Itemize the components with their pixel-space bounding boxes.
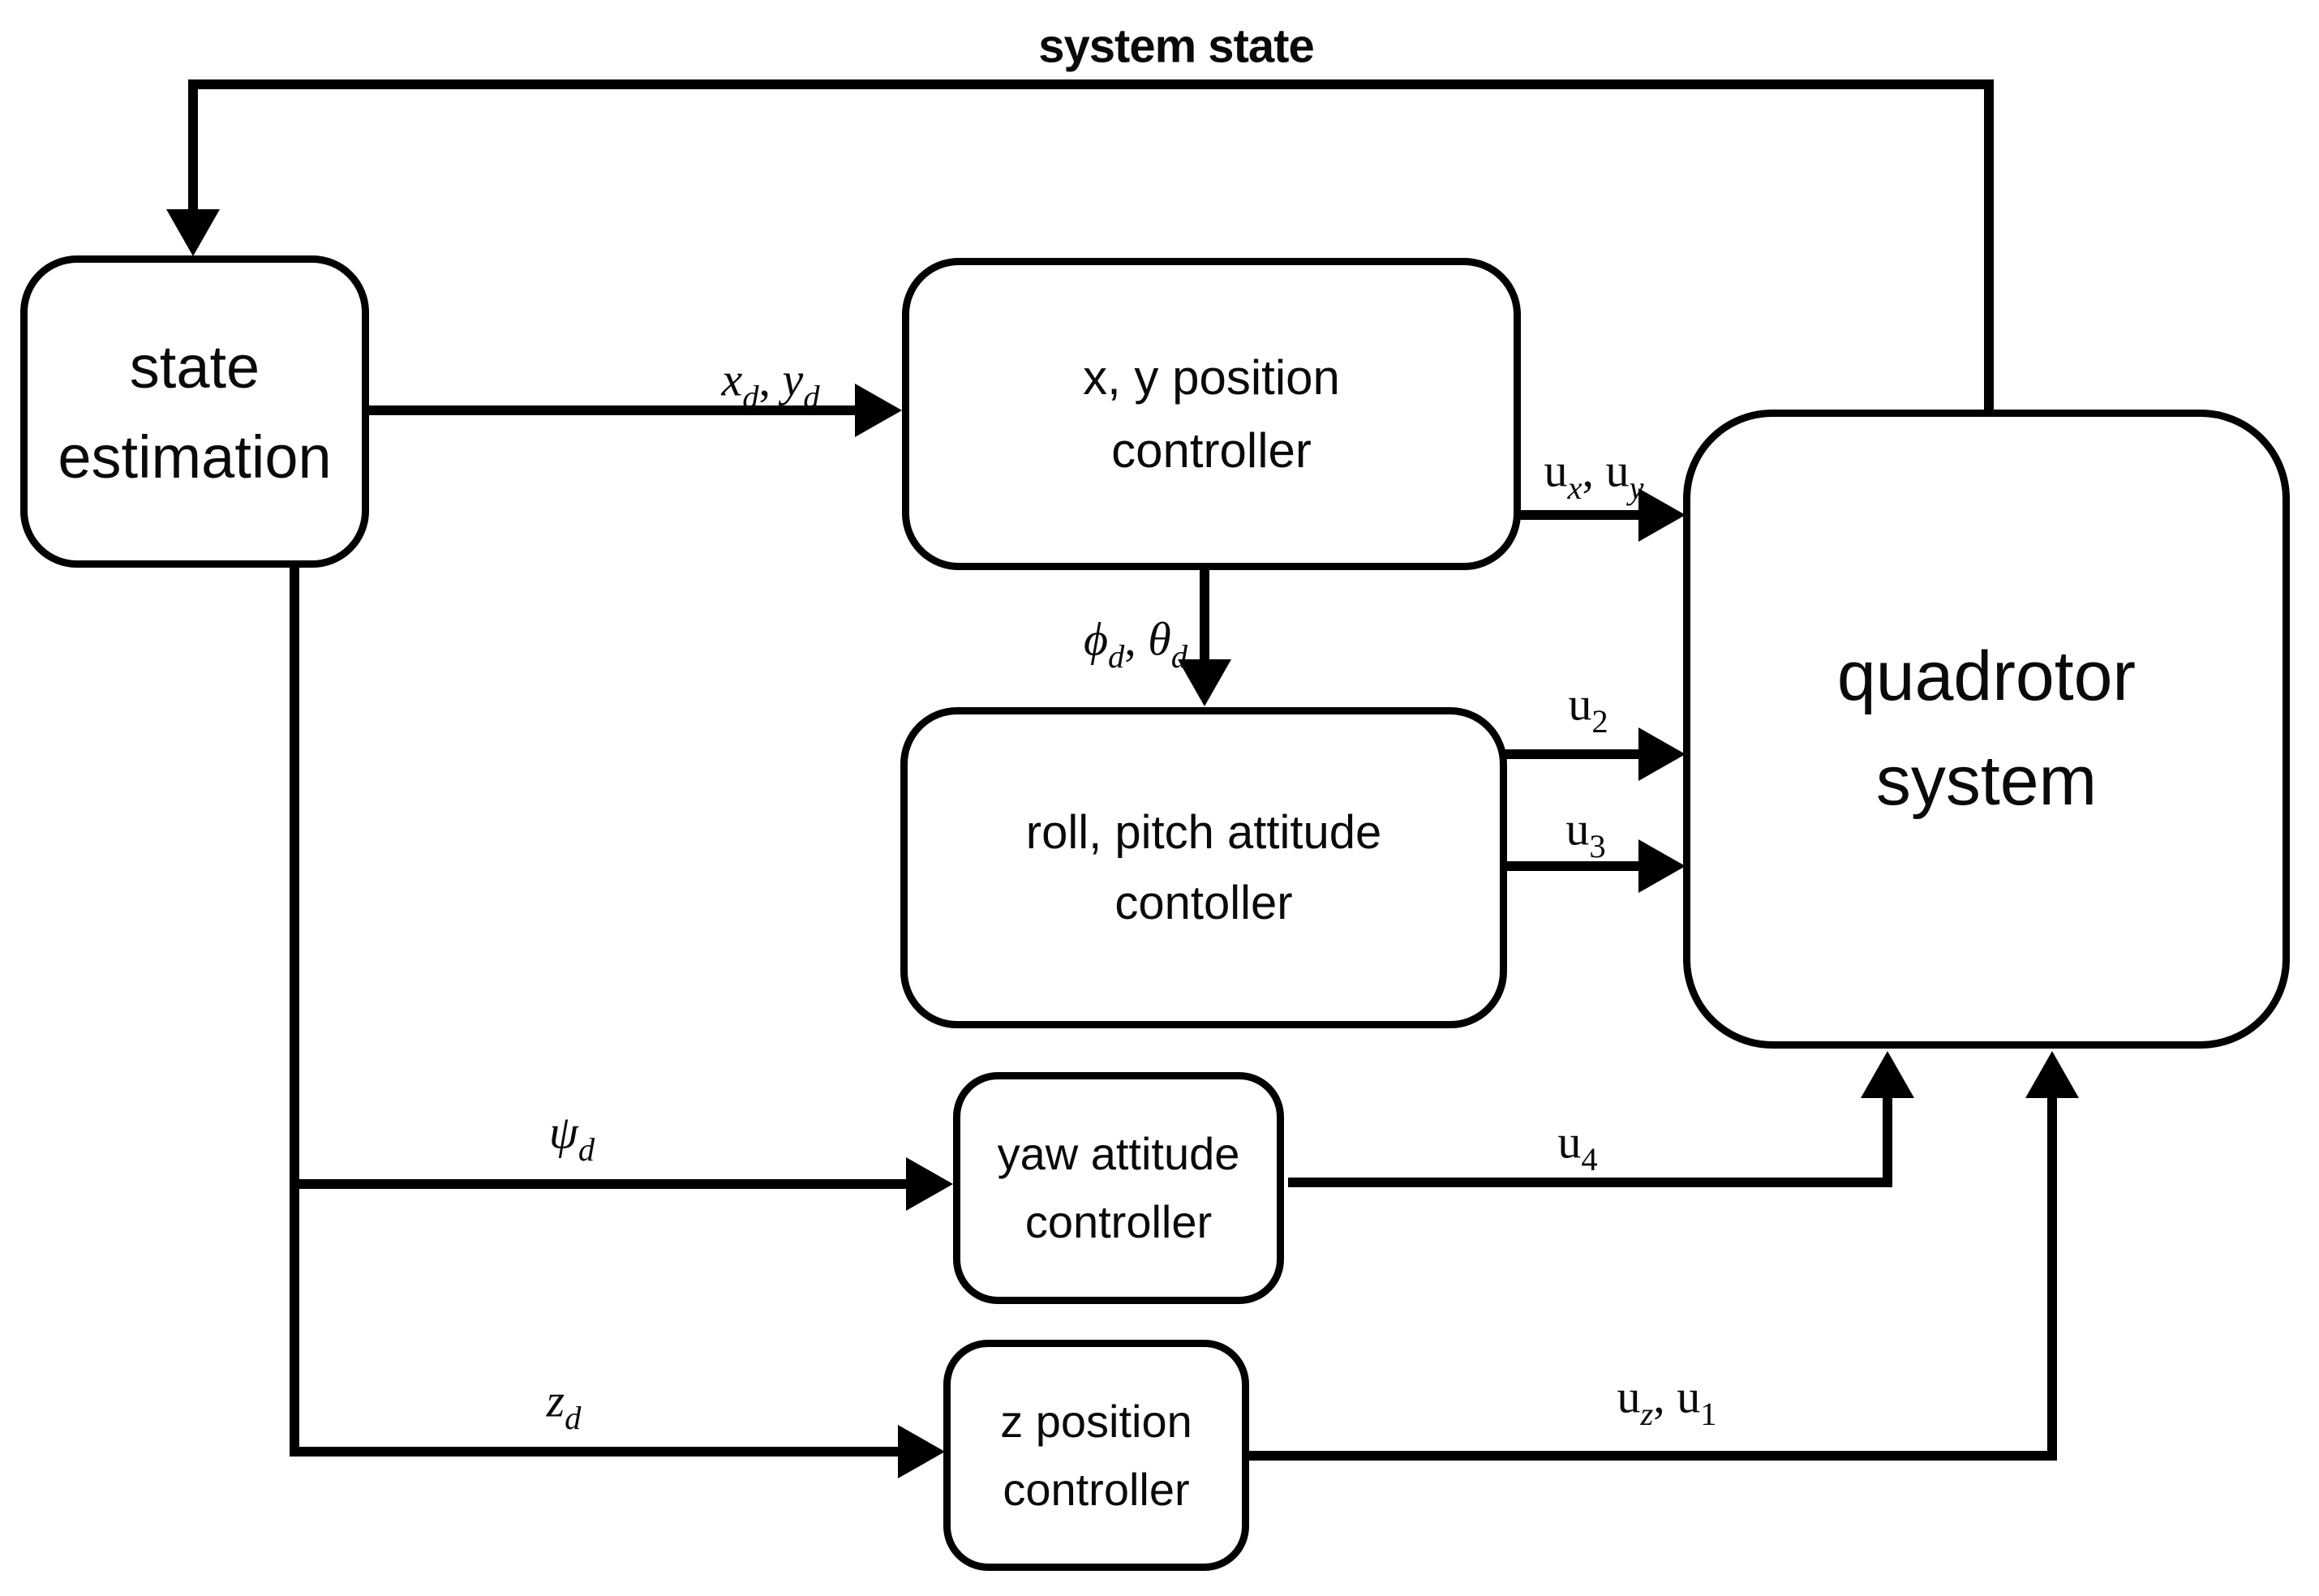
ux-base: u [1544,444,1568,497]
quadrotor-system-label-line2: system [1875,742,2098,820]
u1-base: u [1677,1370,1701,1423]
connector-u4-vertical [1883,1093,1892,1187]
connector-uz-u1-horizontal [1248,1451,2057,1461]
z-position-controller-label-line2: controller [1003,1463,1190,1515]
connector-ux-uy [1518,510,1640,520]
thetad-subscript: d [1170,637,1188,675]
connector-zd [290,1447,900,1457]
connector-system-state-left-vertical [188,79,198,212]
arrowhead-into-state-estimation [166,209,220,256]
xd-subscript: d [742,378,759,415]
xy-position-controller-label-line2: controller [1111,423,1312,478]
u3-subscript: 3 [1589,827,1606,865]
thetad-base: θ [1148,612,1171,666]
phid-thetad-label: ϕd, θd [1083,612,1187,673]
u2-subscript: 2 [1591,702,1608,740]
ux-uy-separator: , [1582,444,1606,497]
connector-phid-thetad [1200,568,1209,663]
arrowhead-zd [898,1425,945,1478]
xd-yd-label: xd, yd [721,353,819,414]
phid-subscript: d [1107,637,1125,675]
z-position-controller-label-line1: z position [1000,1395,1192,1447]
u4-subscript: 4 [1581,1140,1598,1178]
u1-subscript: 1 [1700,1395,1717,1432]
state-estimation-label-line2: estimation [58,423,332,491]
connector-state-estimation-trunk [290,566,299,1457]
xd-base: x [721,353,743,406]
uz-u1-label: uz, u1 [1617,1370,1716,1431]
uz-u1-separator: , [1653,1370,1677,1423]
u3-label: u3 [1565,802,1605,863]
arrowhead-xd-yd [855,384,902,437]
state-estimation-box: state estimation [20,255,369,568]
uz-base: u [1617,1370,1641,1423]
uz-subscript: z [1640,1395,1654,1432]
xd-yd-separator: , [758,353,783,406]
roll-pitch-attitude-controller-box: roll, pitch attitude contoller [900,707,1507,1028]
connector-uz-u1-vertical [2047,1093,2057,1461]
uy-base: u [1605,444,1630,497]
yd-base: y [782,353,804,406]
quadrotor-system-box: quadrotor system [1683,410,2290,1049]
psid-subscript: d [578,1130,595,1168]
u3-base: u [1565,802,1590,856]
u4-base: u [1557,1115,1582,1169]
system-state-label: system state [1038,19,1314,73]
phid-thetad-separator: , [1124,612,1149,666]
zd-base: z [546,1374,565,1427]
ux-uy-label: ux, uy [1544,444,1643,504]
u2-base: u [1568,677,1592,731]
zd-label: zd [546,1374,582,1435]
ux-subscript: x [1567,469,1583,506]
xy-position-controller-label-line1: x, y position [1083,350,1340,405]
arrowhead-psid [906,1157,953,1211]
yd-subscript: d [803,378,820,415]
connector-system-state-top [188,79,1994,89]
uy-subscript: y [1629,469,1644,506]
arrowhead-u4 [1861,1051,1914,1098]
u4-label: u4 [1557,1115,1597,1176]
yaw-controller-label-line2: controller [1024,1196,1213,1247]
connector-u3 [1505,861,1640,871]
connector-u4-horizontal [1288,1178,1892,1187]
arrowhead-u3 [1638,839,1686,893]
connector-xd-yd [365,405,858,415]
arrowhead-u2 [1638,727,1686,781]
connector-psid [290,1179,909,1189]
z-position-controller-box: z position controller [943,1340,1249,1571]
yaw-controller-label-line1: yaw attitude [997,1128,1240,1179]
roll-pitch-label-line2: contoller [1114,877,1293,929]
connector-system-state-right-vertical [1984,79,1994,414]
yaw-attitude-controller-box: yaw attitude controller [953,1072,1284,1304]
arrowhead-phid-thetad [1178,659,1231,706]
arrowhead-ux-uy [1638,488,1686,542]
psid-label: ψd [548,1105,595,1166]
u2-label: u2 [1568,677,1608,738]
psid-base: ψ [548,1105,578,1159]
phid-base: ϕ [1083,612,1108,666]
roll-pitch-label-line1: roll, pitch attitude [1025,806,1382,859]
state-estimation-label-line1: state [129,332,260,401]
arrowhead-uz-u1 [2025,1051,2079,1098]
zd-subscript: d [565,1399,582,1436]
quadrotor-system-label-line1: quadrotor [1836,637,2136,715]
xy-position-controller-box: x, y position controller [902,258,1521,570]
connector-u2 [1505,749,1640,759]
